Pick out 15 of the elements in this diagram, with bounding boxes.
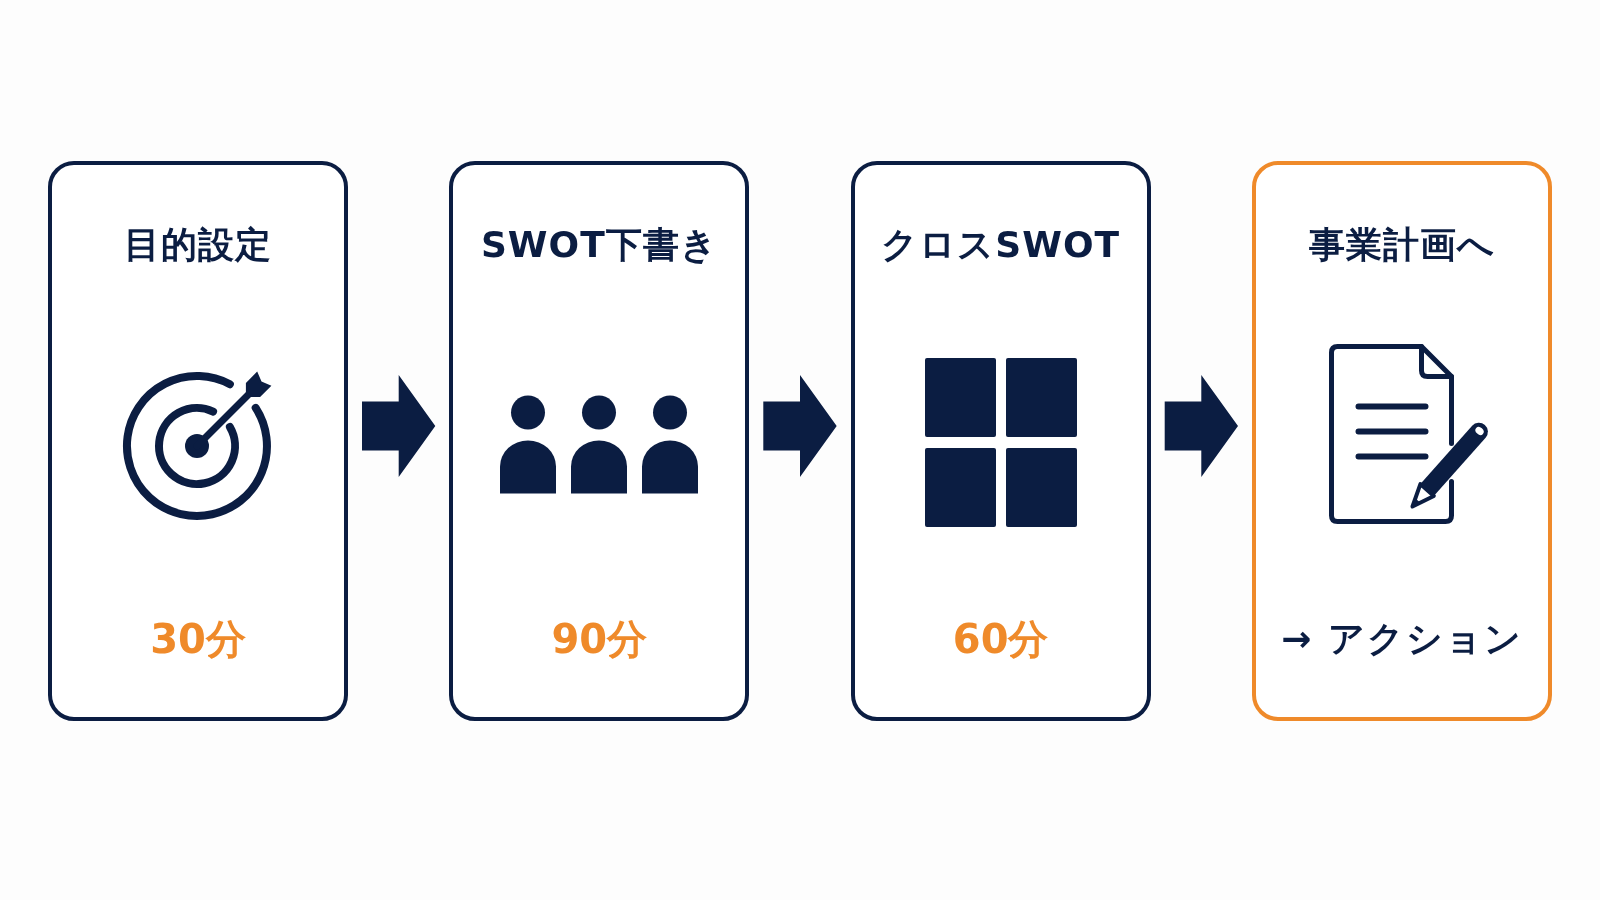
step-title: 目的設定 [124,223,272,267]
step-title: SWOT下書き [480,223,718,267]
step-card [850,161,1151,721]
block-arrow [763,375,837,477]
step-card [449,161,750,721]
step-title: 事業計画へ [1309,223,1495,267]
step-title: クロスSWOT [881,223,1121,267]
step-card [1252,161,1552,721]
block-arrow [362,375,436,477]
duration-text: 30分 [150,615,246,663]
block-arrow [1164,375,1238,477]
step-card [48,161,348,721]
duration-text: 60分 [952,615,1049,663]
duration-text: 90分 [551,615,648,663]
action-text: → アクション [1281,617,1523,661]
